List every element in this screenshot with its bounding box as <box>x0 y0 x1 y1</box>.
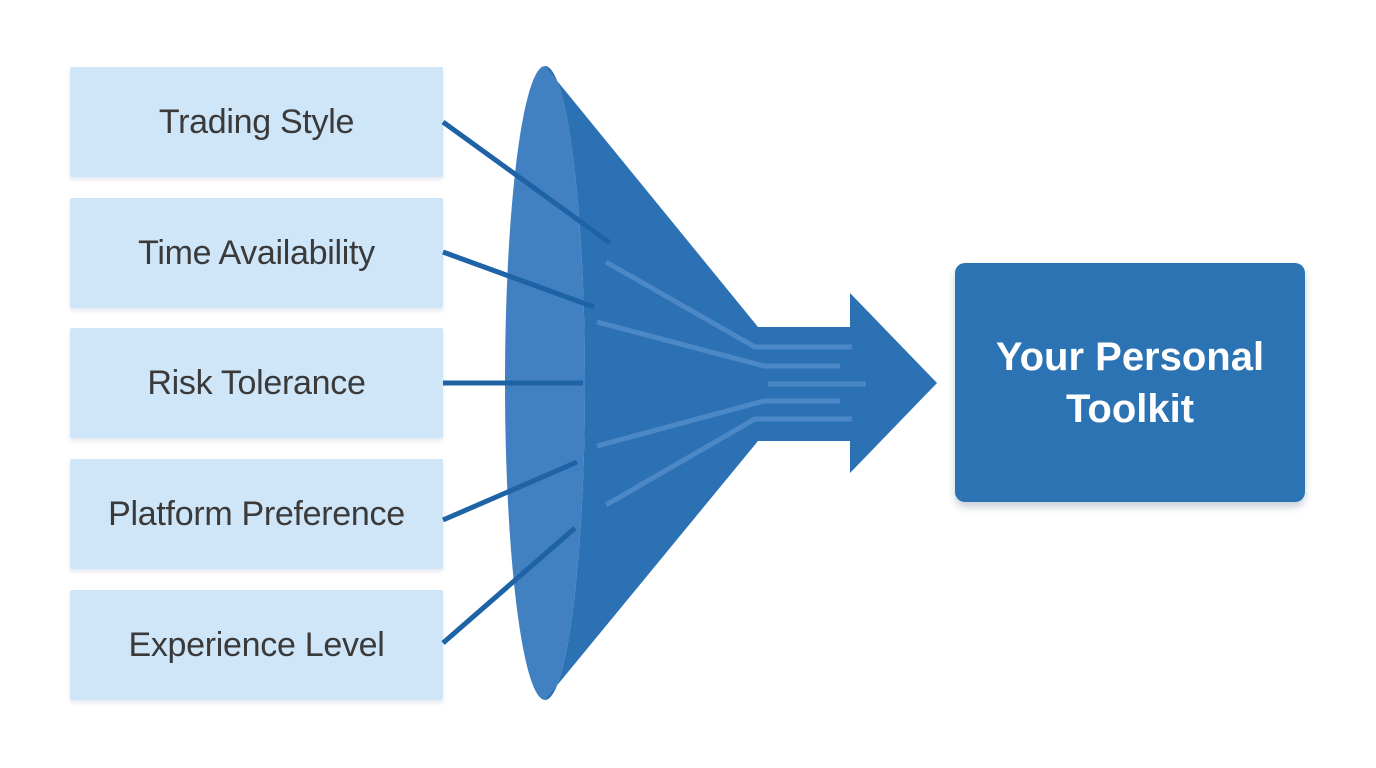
input-box-time-availability: Time Availability <box>70 198 443 308</box>
funnel-body-arrow-shape <box>545 66 937 700</box>
connector-line-experience-level <box>441 526 577 645</box>
input-box-label: Experience Level <box>128 625 385 664</box>
input-box-platform-preference: Platform Preference <box>70 459 443 569</box>
input-box-label: Trading Style <box>158 102 355 141</box>
connector-line-time-availability <box>442 249 595 310</box>
input-box-trading-style: Trading Style <box>70 67 443 177</box>
input-box-risk-tolerance: Risk Tolerance <box>70 328 443 438</box>
input-box-label: Risk Tolerance <box>147 363 366 402</box>
input-box-label: Platform Preference <box>108 494 405 533</box>
connector-line-platform-preference <box>442 459 578 523</box>
streamline-2 <box>596 319 840 369</box>
output-box-personal-toolkit: Your Personal Toolkit <box>955 263 1305 502</box>
streamline-4 <box>596 398 840 449</box>
streamline-1 <box>604 259 852 350</box>
connector-line-trading-style <box>441 119 612 246</box>
streamline-5 <box>604 416 852 508</box>
input-box-experience-level: Experience Level <box>70 590 443 700</box>
output-box-label: Your Personal Toolkit <box>995 334 1265 431</box>
input-box-label: Time Availability <box>138 233 375 272</box>
